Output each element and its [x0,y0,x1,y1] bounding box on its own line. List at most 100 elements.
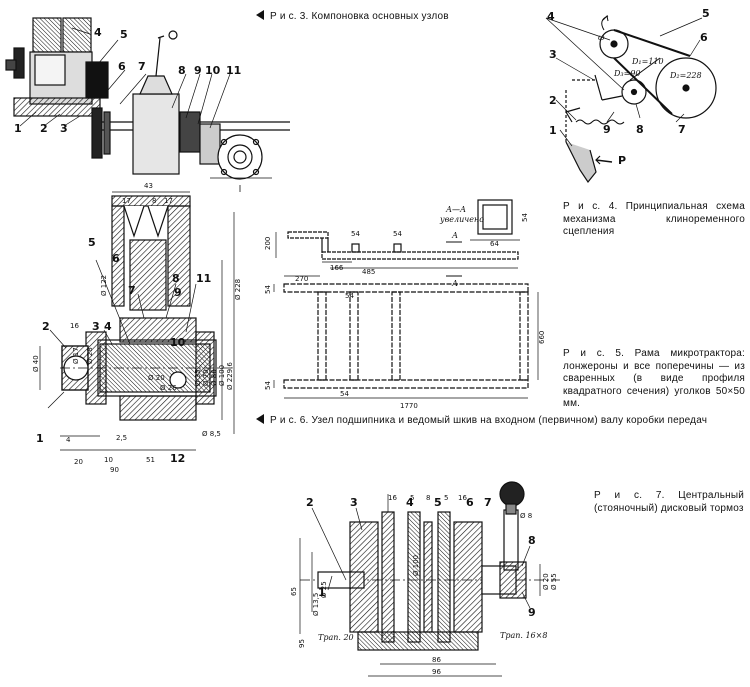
svg-text:увеличено: увеличено [439,215,484,224]
svg-text:64: 64 [490,240,499,248]
svg-text:1: 1 [549,124,557,137]
caption-fig6: Р и с. 6. Узел подшипника и ведомый шкив… [256,414,746,428]
svg-text:54: 54 [351,230,360,238]
svg-text:Ø 40: Ø 40 [32,355,40,372]
svg-text:9: 9 [174,286,182,299]
svg-text:270: 270 [295,275,308,283]
svg-text:7: 7 [678,123,686,136]
svg-text:20: 20 [74,458,83,466]
fig5-dimensions: А—А увеличено 54 54 64 54 166 485 200 27… [264,205,546,410]
svg-text:8: 8 [636,123,644,136]
svg-text:96: 96 [432,668,441,676]
svg-text:Ø 26: Ø 26 [160,384,177,392]
svg-text:Ø 35: Ø 35 [194,369,202,386]
svg-text:95: 95 [298,639,306,648]
svg-text:D₁=110: D₁=110 [631,57,664,66]
svg-text:3: 3 [350,496,358,509]
svg-text:5: 5 [434,496,442,509]
svg-text:12: 12 [170,452,185,465]
svg-text:54: 54 [264,285,272,294]
svg-text:9: 9 [603,123,611,136]
svg-text:16: 16 [388,494,397,502]
svg-text:10: 10 [104,456,113,464]
svg-text:Ø 20: Ø 20 [542,573,550,590]
fig3-layout-drawing [5,17,290,192]
svg-text:11: 11 [196,272,211,285]
svg-text:86: 86 [432,656,441,664]
svg-text:7: 7 [138,60,146,73]
svg-text:4: 4 [66,436,71,444]
svg-text:3: 3 [92,320,100,333]
svg-text:6: 6 [118,60,126,73]
svg-text:D₃=90: D₃=90 [613,69,641,78]
svg-text:54: 54 [393,230,402,238]
svg-text:6: 6 [466,496,474,509]
svg-text:660: 660 [538,331,546,344]
svg-text:8: 8 [152,197,156,205]
svg-text:3: 3 [60,122,68,135]
svg-text:8: 8 [178,64,186,77]
svg-text:Ø 20: Ø 20 [148,374,165,382]
svg-text:1770: 1770 [400,402,418,410]
svg-text:Ø 13,5: Ø 13,5 [312,593,320,616]
svg-text:P: P [618,154,626,167]
fig7-brake-drawing [299,481,560,677]
fig5-frame-drawing [273,199,539,399]
caption-fig4: Р и с. 4. Принципиальная схема механизма… [563,201,745,237]
svg-text:Ø 25: Ø 25 [320,581,328,598]
svg-text:54: 54 [345,292,354,300]
svg-text:Ø 228: Ø 228 [234,279,242,300]
svg-text:8: 8 [426,494,430,502]
svg-text:Ø 17: Ø 17 [72,347,80,364]
svg-text:4: 4 [94,26,102,39]
left-arrow-icon [256,10,264,20]
svg-text:А: А [451,231,458,240]
svg-text:4: 4 [406,496,414,509]
svg-text:Ø 8: Ø 8 [520,512,532,520]
svg-text:2: 2 [306,496,314,509]
svg-text:11: 11 [226,64,241,77]
svg-text:17: 17 [122,197,131,205]
svg-text:16: 16 [70,322,79,330]
svg-text:10: 10 [170,336,186,349]
svg-text:2: 2 [42,320,50,333]
fig6-bearing-drawing [39,191,235,451]
svg-text:Ø 8,5: Ø 8,5 [202,430,221,438]
caption-fig5: Р и с. 5. Рама микротрактора: лонжероны … [563,348,745,409]
svg-text:1: 1 [14,122,22,135]
svg-text:1: 1 [36,432,44,445]
svg-text:166: 166 [330,264,344,272]
svg-text:10: 10 [205,64,221,77]
svg-text:Ø 86: Ø 86 [210,369,218,386]
svg-text:5: 5 [410,494,414,502]
svg-text:5: 5 [702,7,710,20]
svg-text:7: 7 [128,284,136,297]
svg-text:А: А [451,279,458,288]
caption-fig3: Р и с. 3. Компоновка основных узлов [256,10,496,24]
svg-text:5: 5 [120,28,128,41]
svg-text:5: 5 [444,494,448,502]
svg-text:51: 51 [146,456,155,464]
svg-text:Ø 100: Ø 100 [412,555,420,576]
svg-text:Ø 28: Ø 28 [86,347,94,364]
fig4-clutch-schematic [545,14,717,184]
svg-text:2: 2 [549,94,557,107]
svg-text:6: 6 [112,252,120,265]
svg-text:16: 16 [458,494,467,502]
svg-text:5: 5 [88,236,96,249]
svg-text:Ø 55: Ø 55 [550,573,558,590]
svg-text:8: 8 [528,534,536,547]
fig7-labels: 2 3 4 5 6 7 8 9 1 16 5 8 5 16 Ø 8 Ø 100 … [290,494,558,676]
left-arrow-icon [256,414,264,424]
svg-text:ω: ω [598,33,605,42]
fig3-part-numbers: 4 5 6 7 8 9 10 11 1 2 3 [14,26,241,135]
svg-text:65: 65 [290,587,298,596]
svg-text:Ø 229,6: Ø 229,6 [226,362,234,390]
fig6-labels: 43 17 8 17 Ø 228 Ø 122 Ø 17 Ø 40 Ø 28 Ø … [32,182,242,474]
svg-text:Ø 70: Ø 70 [202,369,210,386]
svg-text:54: 54 [264,381,272,390]
svg-text:А—А: А—А [445,205,466,214]
svg-text:Трап. 16×8: Трап. 16×8 [500,631,547,640]
svg-text:6: 6 [700,31,708,44]
